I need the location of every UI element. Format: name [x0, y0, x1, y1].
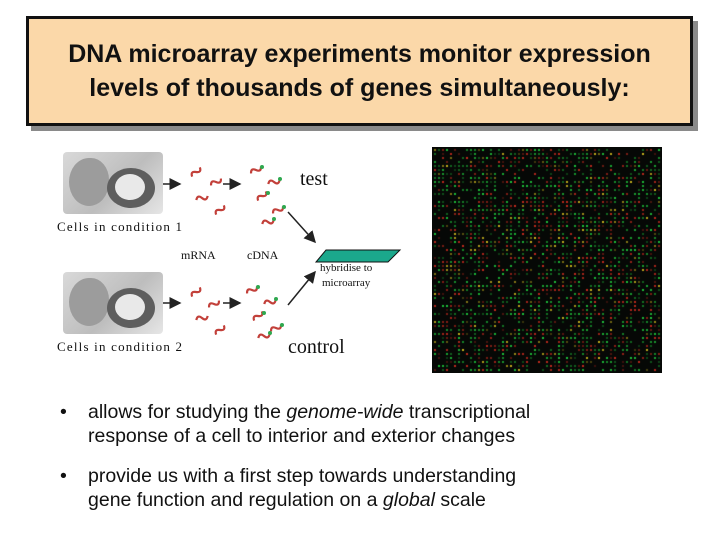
bullet-item-2: • provide us with a first step towards u…: [60, 464, 700, 512]
microarray-chip-icon: [314, 249, 402, 263]
label-cells-condition-1: Cells in condition 1: [57, 219, 184, 234]
nucleic-acid-strand-icon: [245, 286, 259, 294]
bullet-2-line-2: gene function and regulation on a global…: [88, 488, 700, 512]
fluorescent-label-icon: [260, 165, 264, 169]
bullet-marker: •: [60, 401, 67, 423]
yeast-cell-image-1: [63, 152, 163, 214]
nucleic-acid-strand-icon: [269, 324, 283, 332]
fluorescent-label-icon: [266, 191, 270, 195]
bullet-2-text-a: gene function and regulation on a: [88, 489, 383, 511]
nucleic-acid-strand-icon: [249, 166, 263, 174]
nucleic-acid-strand-icon: [256, 191, 268, 201]
bullet-1-line-1: allows for studying the genome-wide tran…: [88, 400, 700, 424]
bullet-1-line-2: response of a cell to interior and exter…: [88, 425, 516, 447]
bullet-1-text-b: transcriptional: [403, 401, 531, 423]
fluorescent-label-icon: [282, 205, 286, 209]
bullet-item-1: • allows for studying the genome-wide tr…: [60, 400, 700, 448]
nucleic-acid-strand-icon: [261, 219, 275, 225]
nucleic-acid-strand-icon: [271, 206, 285, 214]
nucleic-acid-strand-icon: [190, 287, 202, 297]
label-cdna: cDNA: [247, 248, 279, 262]
bullet-marker: •: [60, 465, 67, 487]
nucleic-acid-strand-icon: [209, 178, 223, 186]
fluorescent-label-icon: [274, 297, 278, 301]
label-hybridise: hybridise to: [320, 262, 373, 274]
bullet-2-text-emphasis: global: [382, 489, 435, 511]
arrow-control-to-array: [287, 270, 316, 306]
fluorescent-label-icon: [272, 217, 276, 221]
label-cells-condition-2: Cells in condition 2: [57, 339, 184, 354]
diagram-area: test Cells in condition 1 mRNA cDNA hybr…: [0, 140, 430, 380]
bullet-1-text-emphasis: genome-wide: [286, 401, 404, 423]
bullet-list: • allows for studying the genome-wide tr…: [60, 400, 700, 528]
bullet-2-line-1: provide us with a first step towards und…: [88, 465, 517, 487]
microarray-scan-image: [432, 147, 662, 373]
nucleic-acid-strand-icon: [257, 333, 271, 339]
label-control: control: [288, 336, 345, 358]
label-mrna: mRNA: [181, 248, 216, 262]
nucleic-acid-strand-icon: [214, 205, 226, 215]
diagram-graphics: [163, 165, 402, 339]
nucleic-acid-strand-icon: [214, 325, 226, 335]
bullet-2-text-b: scale: [434, 489, 486, 511]
bullet-1-text-a: allows for studying the: [88, 401, 287, 423]
fluorescent-label-icon: [280, 323, 284, 327]
title-line-2: levels of thousands of genes simultaneou…: [89, 74, 630, 102]
yeast-cell-image-2: [63, 272, 163, 334]
nucleic-acid-strand-icon: [195, 195, 209, 201]
nucleic-acid-strand-icon: [207, 300, 221, 308]
nucleic-acid-strand-icon: [190, 167, 202, 177]
nucleic-acid-strand-icon: [267, 179, 281, 185]
arrow-test-to-array: [287, 211, 317, 244]
nucleic-acid-strand-icon: [252, 311, 264, 321]
label-microarray: microarray: [322, 277, 371, 289]
nucleic-acid-strand-icon: [263, 299, 277, 305]
fluorescent-label-icon: [268, 331, 272, 335]
title-line-1: DNA microarray experiments monitor expre…: [68, 40, 651, 68]
fluorescent-label-icon: [262, 311, 266, 315]
label-test: test: [300, 168, 328, 190]
fluorescent-label-icon: [278, 177, 282, 181]
microarray-spots: [432, 147, 662, 373]
title-box: DNA microarray experiments monitor expre…: [26, 16, 693, 126]
fluorescent-label-icon: [256, 285, 260, 289]
nucleic-acid-strand-icon: [195, 315, 209, 321]
